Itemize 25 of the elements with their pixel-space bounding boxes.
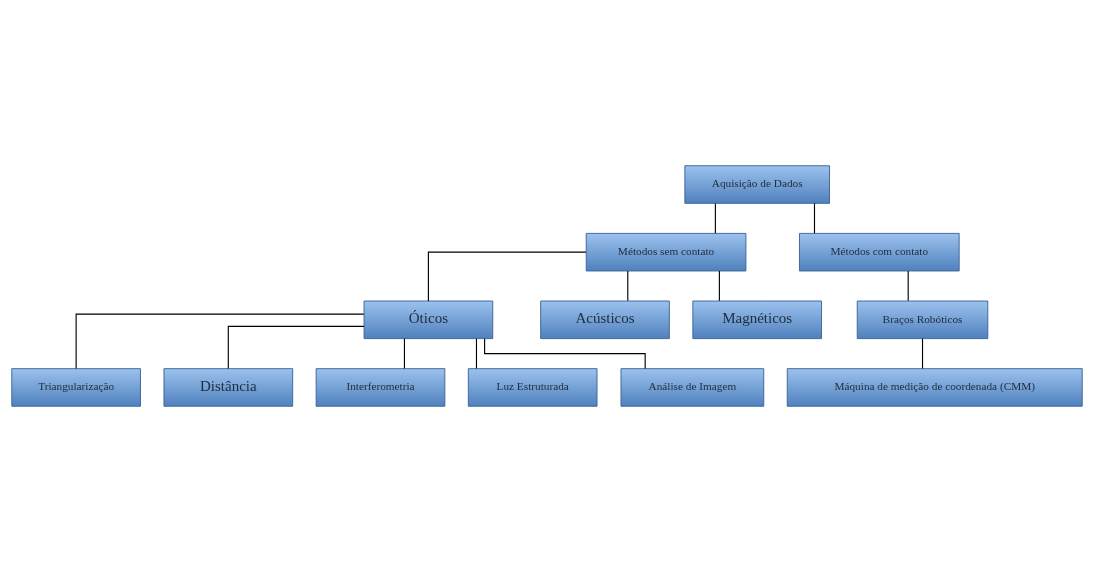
connector — [227, 325, 365, 369]
node-box: Interferometria — [315, 367, 446, 407]
node-box: Magnéticos — [692, 300, 822, 339]
connector — [813, 202, 816, 234]
connector — [484, 337, 646, 369]
connector — [921, 337, 924, 369]
connector — [403, 337, 405, 369]
connector — [714, 202, 716, 234]
node-box: Análise de Imagem — [620, 367, 765, 407]
connector — [907, 269, 909, 301]
connector — [75, 313, 365, 369]
node-box: Métodos sem contato — [585, 232, 747, 271]
node-box: Máquina de medição de coordenada (CMM) — [786, 367, 1083, 407]
connector — [427, 251, 587, 302]
node-box: Métodos com contato — [799, 232, 960, 271]
connector — [475, 337, 478, 369]
node-box: Braços Robóticos — [856, 300, 989, 339]
node-box: Acústicos — [540, 300, 670, 339]
node-box: Aquisição de Dados — [684, 164, 830, 204]
connector — [627, 269, 629, 301]
node-box: Luz Estruturada — [467, 367, 598, 407]
connector — [718, 269, 720, 301]
node-box: Distância — [163, 367, 294, 407]
node-box: Óticos — [363, 300, 494, 339]
node-box: Triangularização — [11, 367, 141, 407]
